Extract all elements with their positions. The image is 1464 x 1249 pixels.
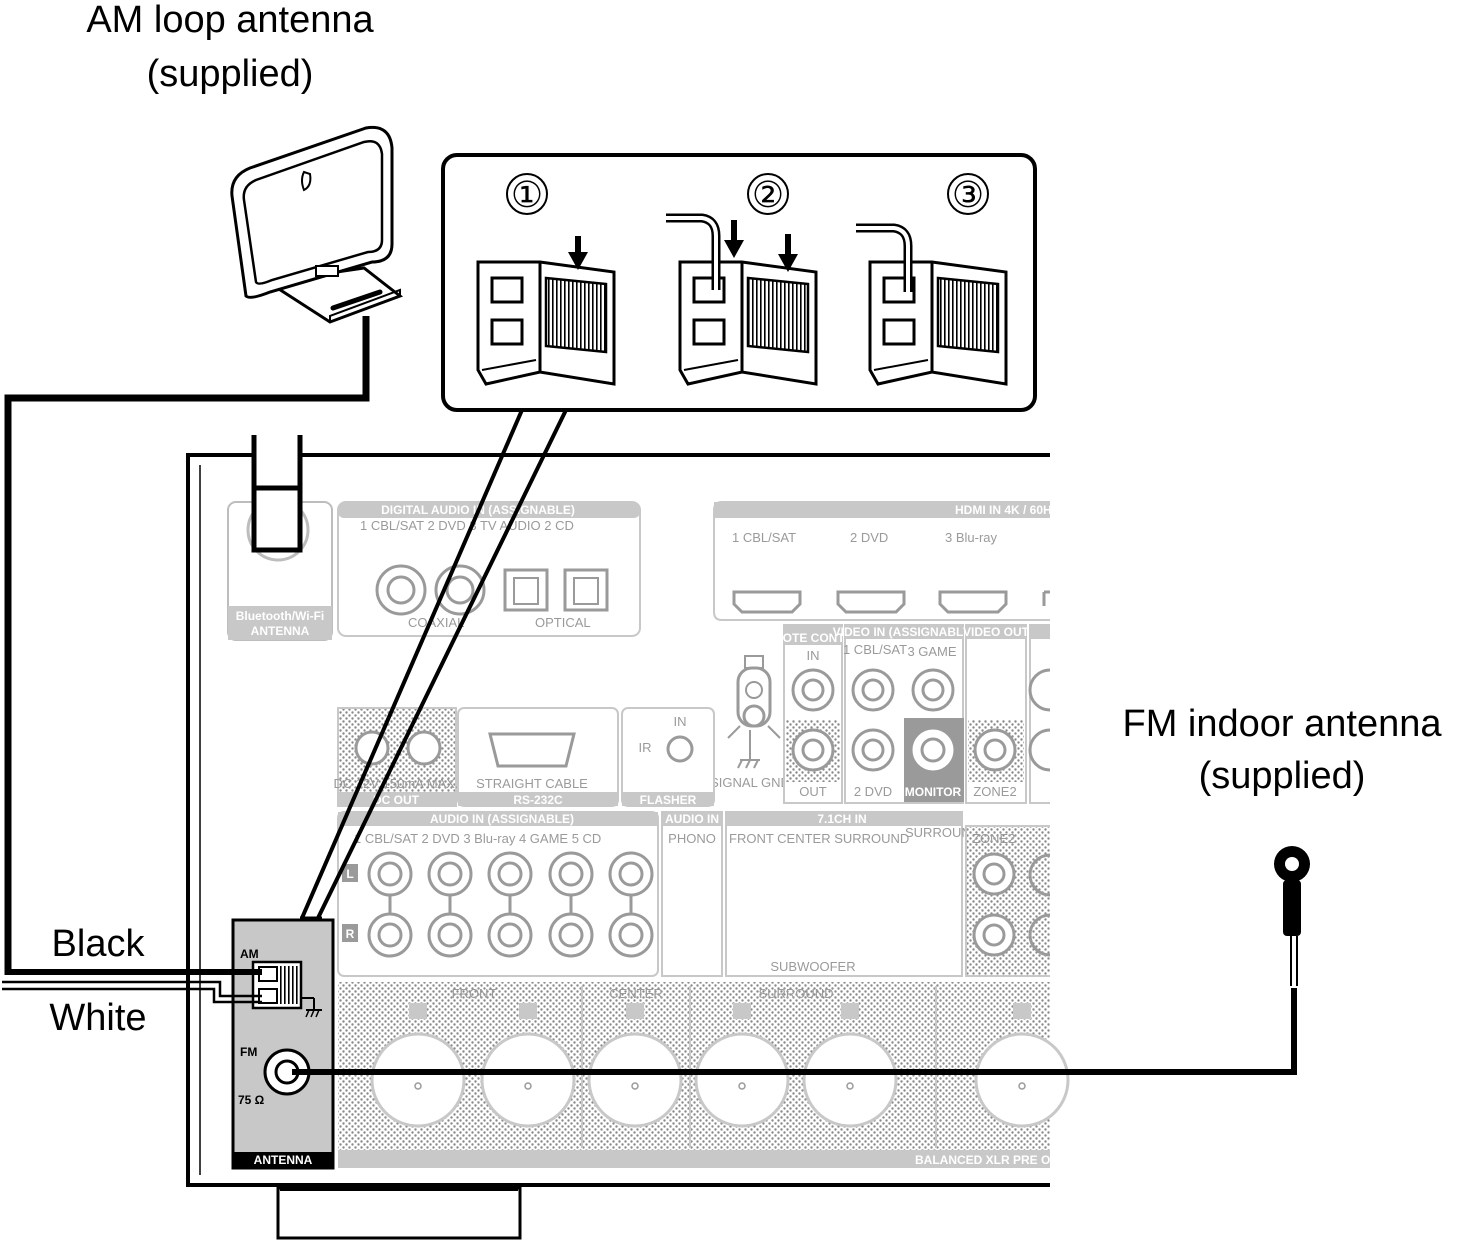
monitor-label: MONITOR	[905, 785, 962, 799]
left-channel-label: L	[346, 867, 353, 881]
right-channel-label: R	[346, 927, 355, 941]
hdmi-in-section: HDMI IN 4K / 60Hz 1 CBL/SAT 2 DVD 3 Blu-…	[713, 501, 1058, 621]
dc-spec-label: DC 12V 150mA MAX.	[334, 776, 459, 791]
push-terminal-illustrations	[476, 213, 1008, 386]
fm-indoor-antenna	[292, 846, 1310, 1075]
hdmi-port-3	[938, 590, 1008, 614]
hdmi-in-label: HDMI IN 4K / 60Hz	[955, 503, 1058, 517]
speaker-terminal	[370, 1032, 466, 1128]
step-zoom-box: ① ② ③	[441, 153, 1037, 412]
speaker-terminals	[370, 986, 1070, 1148]
audio-in-sub-label: 1 CBL/SAT 2 DVD 3 Blu-ray 4 GAME 5 CD	[354, 831, 601, 846]
bluetooth-antenna-section: Bluetooth/Wi-Fi ANTENNA	[227, 425, 333, 641]
front-label: FRONT	[452, 986, 497, 1001]
video-in-label: VIDEO IN (ASSIGNABLE)	[833, 625, 976, 639]
balanced-xlr-label: BALANCED XLR PRE OUT	[915, 1153, 1067, 1167]
dc-out-label: DC OUT	[373, 793, 420, 807]
hdmi-1-label: 1 CBL/SAT	[732, 530, 796, 545]
flasher-ir-label: IR	[639, 740, 652, 755]
remote-control-label: REMOTE CONTROL	[756, 631, 870, 645]
zone2-video-label: ZONE2	[973, 784, 1016, 799]
bt-label-line2: ANTENNA	[251, 624, 310, 638]
video-out-label: VIDEO OUT	[963, 625, 1030, 639]
antenna-label: ANTENNA	[254, 1153, 313, 1167]
speaker-terminal	[974, 1032, 1070, 1128]
antenna-terminal-panel: AM FM 75 Ω ANTENNA	[231, 918, 335, 1170]
white-wire-label: White	[49, 997, 146, 1039]
bluetooth-antenna-rod	[251, 429, 303, 553]
rc-in-label: IN	[807, 648, 820, 663]
flasher-section: IN IR FLASHER	[621, 707, 715, 807]
video-out-section: VIDEO OUT ZONE2	[963, 624, 1051, 804]
speaker-terminal	[802, 1032, 898, 1128]
hdmi-2-label: 2 DVD	[850, 530, 888, 545]
ch71-sub-label: FRONT CENTER SURROUND	[729, 831, 909, 846]
receiver-rear-panel: Bluetooth/Wi-Fi ANTENNA DIGITAL AUDIO IN…	[186, 425, 1070, 1240]
straight-cable-label: STRAIGHT CABLE	[476, 776, 588, 791]
flasher-in-label: IN	[674, 714, 687, 729]
black-wire-label: Black	[52, 923, 146, 965]
vid-2-label: 2 DVD	[854, 784, 892, 799]
hdmi-port-2	[836, 590, 906, 614]
am-loop-antenna	[2, 125, 404, 1004]
speaker-terminal	[587, 1032, 683, 1128]
push-terminal-step-1	[476, 236, 616, 386]
fm-cable	[292, 988, 1297, 1075]
am-antenna-title-line2: (supplied)	[147, 53, 314, 95]
callout-lines	[300, 409, 568, 920]
signal-gnd-label: SIGNAL GND	[710, 775, 790, 790]
hdmi-3-label: 3 Blu-ray	[945, 530, 998, 545]
rs232c-section: STRAIGHT CABLE RS-232C	[457, 707, 619, 807]
audio-in-label: AUDIO IN (ASSIGNABLE)	[430, 812, 574, 826]
hdmi-port-1	[732, 590, 802, 614]
ch71-in-section: 7.1CH IN FRONT CENTER SURROUND SURROUND …	[725, 811, 1019, 977]
rs232c-label: RS-232C	[513, 793, 563, 807]
phono-section: AUDIO IN PHONO	[661, 811, 723, 977]
am-antenna-title-line1: AM loop antenna	[86, 0, 374, 41]
speaker-terminal	[480, 1032, 576, 1128]
step-1-number: ①	[511, 174, 543, 215]
rs232c-port	[488, 732, 576, 768]
remote-control-section: REMOTE CONTROL IN OUT	[756, 624, 870, 804]
am-black-wire	[4, 316, 370, 975]
digital-audio-sub-label: 1 CBL/SAT 2 DVD 3 TV AUDIO 2 CD	[360, 518, 574, 533]
speaker-terminal	[694, 1032, 790, 1128]
vid-3-label: 3 GAME	[907, 644, 956, 659]
antenna-am-label: AM	[240, 947, 259, 961]
fm-antenna-title-line2: (supplied)	[1199, 755, 1366, 797]
push-terminal-step-3	[856, 223, 1008, 386]
surround-label: SURROUND	[758, 986, 833, 1001]
audio-in2-label: AUDIO IN	[665, 812, 719, 826]
coaxial-label: COAXIAL	[408, 615, 464, 630]
rc-out-label: OUT	[799, 784, 827, 799]
vid-1-label: 1 CBL/SAT	[843, 642, 907, 657]
antenna-ohm-label: 75 Ω	[238, 1093, 265, 1107]
fm-antenna-title-line1: FM indoor antenna	[1123, 703, 1443, 745]
push-terminal-step-2	[666, 213, 818, 386]
ch71-in-label: 7.1CH IN	[817, 812, 866, 826]
center-label: CENTER	[609, 986, 662, 1001]
am-white-wire	[2, 980, 262, 998]
receiver-foot	[276, 1186, 522, 1240]
step-2-number: ②	[752, 174, 784, 215]
signal-gnd-terminal: SIGNAL GND	[710, 655, 790, 790]
step-3-number: ③	[952, 174, 984, 215]
phono-label: PHONO	[668, 831, 716, 846]
flasher-label: FLASHER	[640, 793, 697, 807]
zone2-audio-label: ZONE2	[972, 831, 1015, 846]
video-in-section: VIDEO IN (ASSIGNABLE) 1 CBL/SAT 3 GAME 2…	[833, 624, 976, 804]
subwoofer-label: SUBWOOFER	[770, 959, 855, 974]
optical-label: OPTICAL	[535, 615, 591, 630]
bt-label-line1: Bluetooth/Wi-Fi	[236, 609, 325, 623]
antenna-fm-label: FM	[240, 1045, 257, 1059]
zone2-audio-section: ZONE2	[965, 825, 1051, 977]
